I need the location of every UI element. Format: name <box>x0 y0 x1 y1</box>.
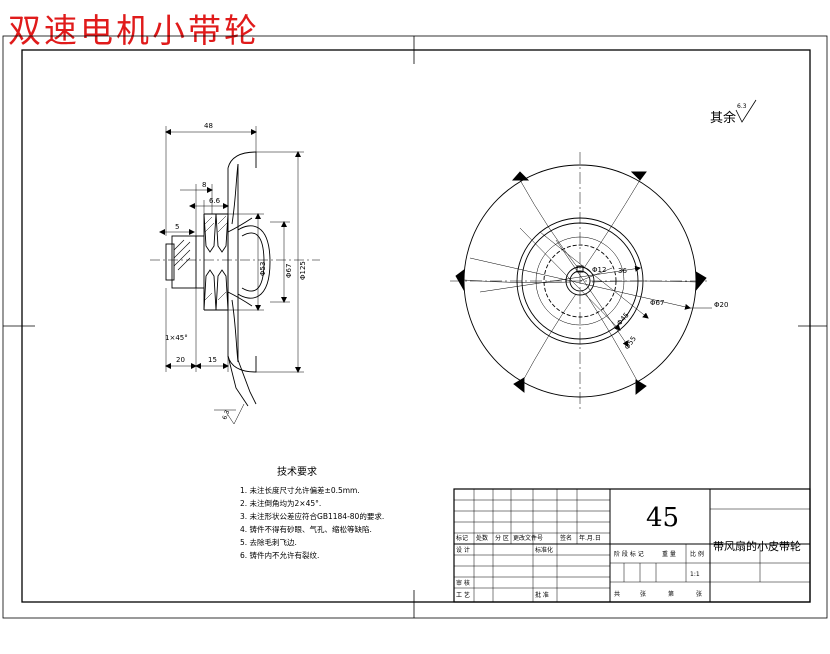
roughness-note-value: 6.3 <box>737 103 747 110</box>
part-name: 带风扇的小皮带轮 <box>713 539 801 553</box>
drawing-number: 45 <box>646 503 679 533</box>
sheet-no-label: 第 <box>668 590 674 598</box>
side-view-dimensions <box>159 126 304 425</box>
front-view <box>450 152 710 410</box>
change-header-3: 分 区 <box>495 534 509 542</box>
dim-d12: Φ12 <box>592 266 606 274</box>
label-review: 审 核 <box>456 579 470 587</box>
tech-req-title: 技术要求 <box>277 465 317 478</box>
front-view-dimension-text: Φ12 36 Φ67 Φ55 Φ45 Φ20 <box>592 266 728 351</box>
dim-dia-mid: Φ67 <box>285 264 293 278</box>
side-view-dimension-text: 48 8 6.6 5 1×45° 20 15 Φ53 Φ67 Φ125 6.3 <box>165 122 307 421</box>
dim-right-length: 15 <box>208 356 217 364</box>
stage-header-weight: 重 量 <box>662 550 676 558</box>
title-block <box>453 488 811 603</box>
label-design: 设 计 <box>456 546 470 554</box>
sheet-total-label: 共 <box>614 590 620 598</box>
drawing-heading: 双速电机小带轮 <box>8 11 260 50</box>
stage-header-marks: 阶 段 标 记 <box>614 550 644 558</box>
dim-chamfer: 1×45° <box>165 334 188 342</box>
dim-d36: 36 <box>618 267 627 275</box>
dim-hub-width: 8 <box>202 181 206 189</box>
roughness-note-label: 其余 <box>710 110 736 126</box>
roughness-symbol-icon <box>735 99 757 123</box>
tech-req-item-4: 4. 铸件不得有砂眼、气孔、缩松等缺陷. <box>240 524 372 534</box>
side-view <box>150 151 320 407</box>
label-approve: 批 准 <box>535 591 549 599</box>
sheet-no-unit: 张 <box>696 590 702 598</box>
roughness-note: 其余 6.3 <box>710 99 757 126</box>
front-view-dimensions <box>469 227 712 347</box>
sheet-total-unit: 张 <box>640 590 646 598</box>
dim-rough-value: 6.3 <box>221 409 231 421</box>
dim-d55: Φ55 <box>623 335 638 351</box>
dim-bore-offset: 5 <box>175 223 179 231</box>
tech-req-item-3: 3. 未注形状公差应符合GB1184-80的要求. <box>240 511 384 521</box>
change-header-1: 标记 <box>456 534 468 542</box>
change-header-6: 年.月.日 <box>579 534 601 542</box>
dim-dia-small: Φ53 <box>259 262 267 276</box>
technical-requirements: 技术要求 1. 未注长度尺寸允许偏差±0.5mm. 2. 未注倒角均为2×45°… <box>240 465 384 560</box>
label-standardization: 标准化 <box>535 546 553 554</box>
tech-req-item-6: 6. 铸件内不允许有裂纹. <box>240 550 319 560</box>
tech-req-item-1: 1. 未注长度尺寸允许偏差±0.5mm. <box>240 485 360 495</box>
dim-d20: Φ20 <box>714 301 728 309</box>
dim-overall-length: 48 <box>204 122 213 130</box>
change-header-4: 更改文件号 <box>513 534 543 542</box>
title-block-text: 45 带风扇的小皮带轮 标记 处数 分 区 更改文件号 签名 年.月.日 设 计… <box>456 503 801 599</box>
dim-groove-pitch: 6.6 <box>209 197 221 205</box>
dim-dia-large: Φ125 <box>299 261 307 280</box>
scale-value: 1:1 <box>690 571 700 578</box>
change-header-2: 处数 <box>476 534 488 542</box>
sheet-frame <box>2 35 828 619</box>
label-process: 工 艺 <box>456 591 470 599</box>
dim-left-length: 20 <box>176 356 185 364</box>
tech-req-item-2: 2. 未注倒角均为2×45°. <box>240 498 321 508</box>
stage-header-scale: 比 例 <box>690 550 704 558</box>
change-header-5: 签名 <box>560 534 572 542</box>
dim-d67: Φ67 <box>650 299 664 307</box>
tech-req-item-5: 5. 去除毛刺飞边. <box>240 537 297 547</box>
